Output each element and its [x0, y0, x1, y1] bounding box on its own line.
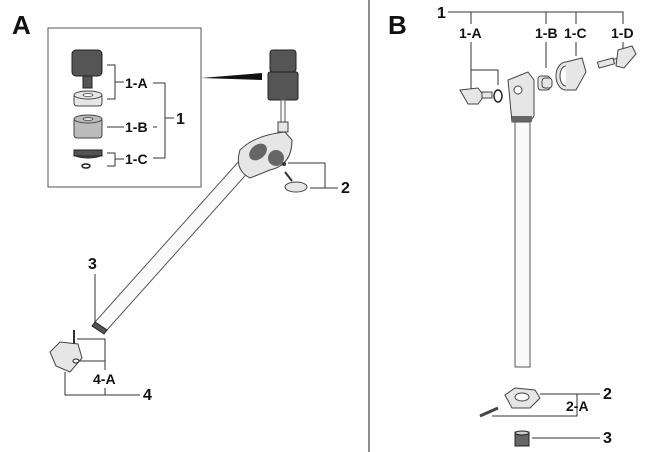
leader-1	[153, 82, 174, 159]
callout-1a: 1-A	[125, 75, 148, 91]
callout-b1: 1	[437, 5, 446, 22]
callout-b2a: 2-A	[566, 398, 589, 414]
b-rod	[514, 121, 531, 368]
callout-b1d: 1-D	[611, 25, 634, 41]
inset-part-base-disc	[73, 149, 103, 169]
callout-b1c: 1-C	[564, 25, 587, 41]
b-ring-nut	[555, 57, 587, 91]
leader-b2	[492, 393, 600, 417]
knob-part	[282, 162, 308, 193]
inset-part-clamp-head	[71, 49, 103, 89]
callout-b1b: 1-B	[535, 25, 558, 41]
leader-2	[288, 162, 338, 189]
panel-a-label: A	[12, 10, 31, 40]
callout-2: 2	[341, 180, 350, 197]
callout-b2: 2	[603, 386, 612, 403]
leader-b1a	[470, 42, 499, 90]
callout-4a: 4-A	[93, 371, 116, 387]
b-spring	[537, 75, 553, 91]
callout-3: 3	[88, 256, 97, 273]
clamp-head-assembly	[267, 49, 299, 133]
inset-part-spacer	[73, 114, 103, 139]
callout-b3: 3	[603, 430, 612, 447]
leader-1c	[107, 152, 124, 167]
b-end-cap	[514, 430, 530, 447]
leader-4a	[77, 338, 106, 370]
callout-b1a: 1-A	[459, 25, 482, 41]
clamp-part	[49, 330, 83, 373]
b-clip	[596, 45, 637, 69]
inset-pointer	[201, 73, 262, 80]
arm-joint	[237, 131, 293, 179]
b-clamp-part	[479, 387, 541, 418]
leader-1a	[107, 64, 124, 100]
callout-4: 4	[143, 387, 152, 404]
panel-b-label: B	[388, 10, 407, 40]
leader-b1-top	[448, 11, 624, 24]
callout-1b: 1-B	[125, 119, 148, 135]
callout-1: 1	[176, 111, 185, 128]
b-joint-body	[507, 71, 535, 123]
inset-part-washer	[73, 90, 103, 107]
callout-1c: 1-C	[125, 151, 148, 167]
b-wing-knob	[459, 87, 503, 105]
leader-4	[64, 372, 140, 396]
